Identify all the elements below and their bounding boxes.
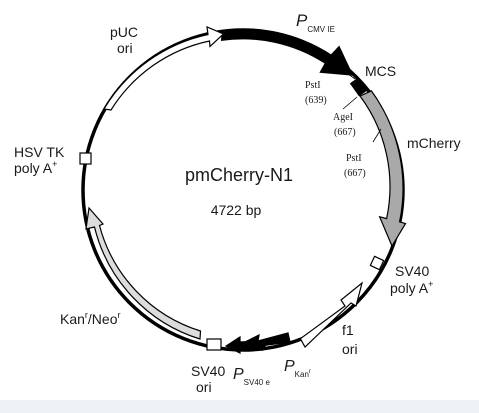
sv40-ori-label-line1: SV40 (191, 363, 225, 379)
sv40-ori-label-line2: ori (196, 379, 212, 395)
agei-tick (342, 96, 358, 110)
psv40e-label: PSV40 e (233, 366, 270, 387)
psti-639-name: PstI (305, 80, 321, 91)
mcherry-gene-arrow (359, 90, 407, 248)
hsv-tk-label-line2: poly A+ (14, 159, 57, 176)
kan-neo-label: Kanr/Neor (60, 310, 121, 327)
plasmid-name: pmCherry-N1 (185, 165, 293, 185)
f1-ori-label-line2: ori (342, 341, 358, 357)
psti-667-name: PstI (346, 153, 362, 164)
kan-neo-gene-arrow (85, 206, 202, 340)
puc-ori-label-line2: ori (117, 40, 133, 56)
psti-639-tick (338, 66, 356, 80)
plasmid-map: PCMV IE MCS PstI (639) AgeI (667) PstI (… (14, 11, 461, 395)
pkan-label: PKanr (284, 358, 311, 379)
mcherry-label: mCherry (407, 135, 461, 151)
plasmid-size: 4722 bp (211, 202, 262, 218)
psti-639-pos: (639) (305, 95, 327, 106)
puc-ori-arrow (103, 26, 225, 111)
sv40-polya-box (369, 255, 385, 271)
hsv-tk-polya-box (79, 152, 92, 165)
psv40e-promoter-arrow (224, 335, 266, 354)
f1-ori-label-line1: f1 (342, 322, 354, 338)
sv40-ori-box (206, 338, 222, 351)
hsv-tk-label-line1: HSV TK (14, 144, 65, 160)
psti-667-pos: (667) (344, 168, 366, 179)
mcs-block (349, 77, 368, 97)
sv40-polya-label-line1: SV40 (395, 263, 429, 279)
pcmv-promoter-arrow (220, 29, 354, 76)
agei-pos: (667) (334, 127, 356, 138)
mcs-label: MCS (365, 63, 396, 79)
sv40-polya-label-line2: poly A+ (390, 279, 433, 296)
plasmid-map-panel: PCMV IE MCS PstI (639) AgeI (667) PstI (… (0, 0, 479, 400)
puc-ori-label-line1: pUC (110, 24, 138, 40)
agei-name: AgeI (333, 112, 353, 123)
psti-667-tick (372, 128, 382, 143)
pcmv-label: PCMV IE (296, 11, 335, 34)
f1-ori-arrow (299, 281, 364, 348)
